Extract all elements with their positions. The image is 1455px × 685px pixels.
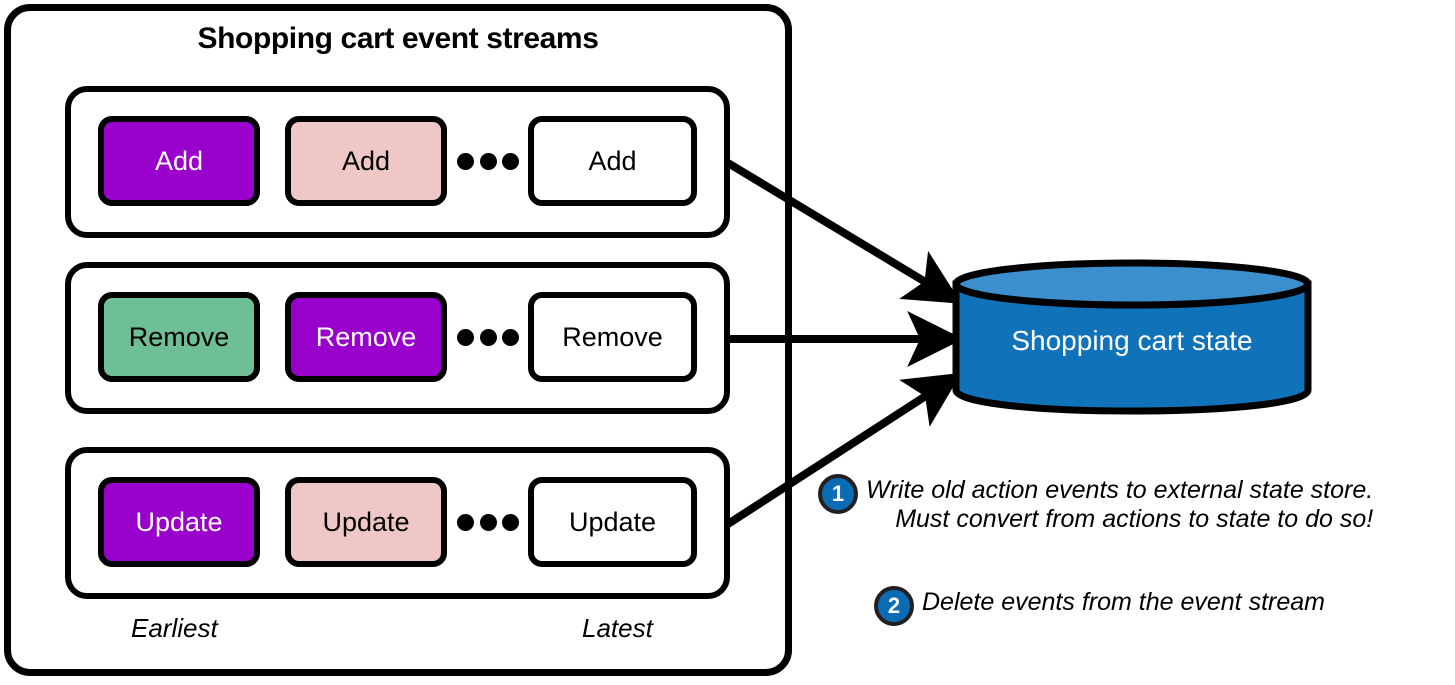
ellipsis-icon bbox=[457, 326, 519, 348]
datastore-cylinder[interactable]: Shopping cart state bbox=[952, 258, 1312, 416]
note-text: Delete events from the event stream bbox=[922, 588, 1325, 617]
note-item: 1 Write old action events to external st… bbox=[818, 474, 1373, 534]
event-box[interactable]: Remove bbox=[98, 292, 260, 382]
stream-row: Update Update Update bbox=[65, 447, 730, 599]
ellipsis-icon bbox=[457, 511, 519, 533]
stream-row: Add Add Add bbox=[65, 86, 730, 238]
ellipsis-icon bbox=[457, 150, 519, 172]
event-label: Remove bbox=[128, 321, 230, 352]
step-badge-1: 1 bbox=[818, 474, 858, 514]
axis-label-earliest: Earliest bbox=[131, 613, 218, 643]
event-list: Remove Remove Remove bbox=[71, 268, 724, 408]
event-label: Update bbox=[322, 506, 410, 537]
event-box[interactable]: Remove bbox=[528, 292, 697, 382]
event-box[interactable]: Update bbox=[98, 477, 260, 567]
event-label: Add bbox=[154, 145, 204, 176]
event-box[interactable]: Add bbox=[528, 116, 697, 206]
event-label: Update bbox=[568, 506, 657, 537]
note-line: Must convert from actions to state to do… bbox=[895, 505, 1374, 533]
datastore-label: Shopping cart state bbox=[1011, 325, 1253, 356]
stream-row: Remove Remove Remove bbox=[65, 262, 730, 414]
event-label: Add bbox=[341, 145, 391, 176]
cylinder-top bbox=[952, 259, 1312, 309]
page-title: Shopping cart event streams bbox=[197, 22, 599, 55]
note-line: Write old action events to external stat… bbox=[866, 476, 1374, 504]
axis-label-latest: Latest bbox=[582, 613, 653, 643]
cylinder-body bbox=[952, 280, 1312, 415]
event-label: Add bbox=[588, 145, 637, 176]
event-box[interactable]: Update bbox=[528, 477, 697, 567]
event-box[interactable]: Add bbox=[98, 116, 260, 206]
event-box[interactable]: Add bbox=[285, 116, 447, 206]
step-badge-2: 2 bbox=[874, 586, 914, 626]
note-line: Delete events from the event stream bbox=[922, 588, 1325, 616]
event-label: Update bbox=[135, 506, 223, 537]
event-box[interactable]: Remove bbox=[285, 292, 447, 382]
note-item: 2 Delete events from the event stream bbox=[874, 586, 1325, 626]
event-list: Update Update Update bbox=[71, 453, 724, 593]
step-number: 1 bbox=[831, 481, 845, 506]
event-list: Add Add Add bbox=[71, 92, 724, 232]
note-text: Write old action events to external stat… bbox=[866, 476, 1373, 534]
event-label: Remove bbox=[562, 321, 663, 352]
event-label: Remove bbox=[315, 321, 417, 352]
step-number: 2 bbox=[887, 593, 901, 618]
event-box[interactable]: Update bbox=[285, 477, 447, 567]
